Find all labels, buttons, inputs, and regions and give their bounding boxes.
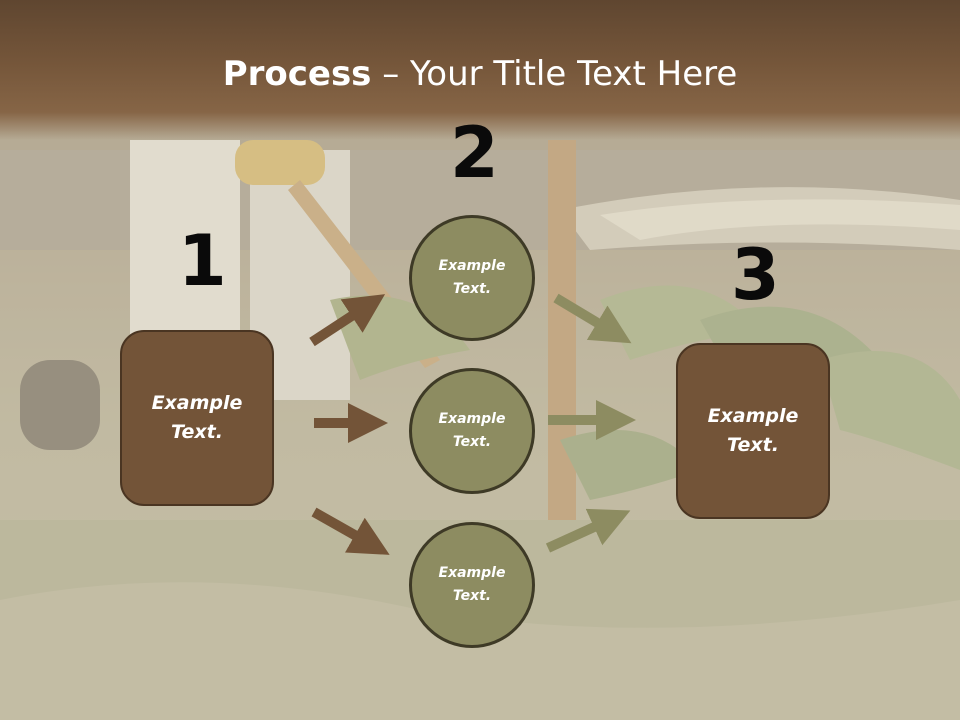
step-number-3: 3 (731, 234, 780, 316)
step-number-2: 2 (450, 112, 499, 194)
circle-middle-text: Example Text. (438, 411, 506, 450)
circle-bottom: Example Text. (409, 522, 535, 648)
arrow-from-circle-bottom (545, 508, 631, 553)
left-step-box: Example Text. (120, 330, 274, 506)
arrow-to-circle-bottom (311, 507, 390, 555)
circle-middle: Example Text. (409, 368, 535, 494)
right-step-box-text: Example Text. (707, 405, 799, 456)
circle-top-text: Example Text. (438, 258, 506, 297)
left-step-box-text: Example Text. (151, 392, 243, 443)
title-rest-text: – Your Title Text Here (371, 54, 738, 94)
circle-bottom-text: Example Text. (438, 565, 506, 604)
title-bold-text: Process (222, 54, 372, 94)
slide-title: Process – Your Title Text Here (0, 52, 960, 96)
title-band (0, 0, 960, 140)
arrow-to-circle-top (309, 294, 386, 347)
arrow-from-circle-top (553, 293, 632, 344)
right-step-box: Example Text. (676, 343, 830, 519)
circle-top: Example Text. (409, 215, 535, 341)
step-number-1: 1 (178, 220, 227, 302)
